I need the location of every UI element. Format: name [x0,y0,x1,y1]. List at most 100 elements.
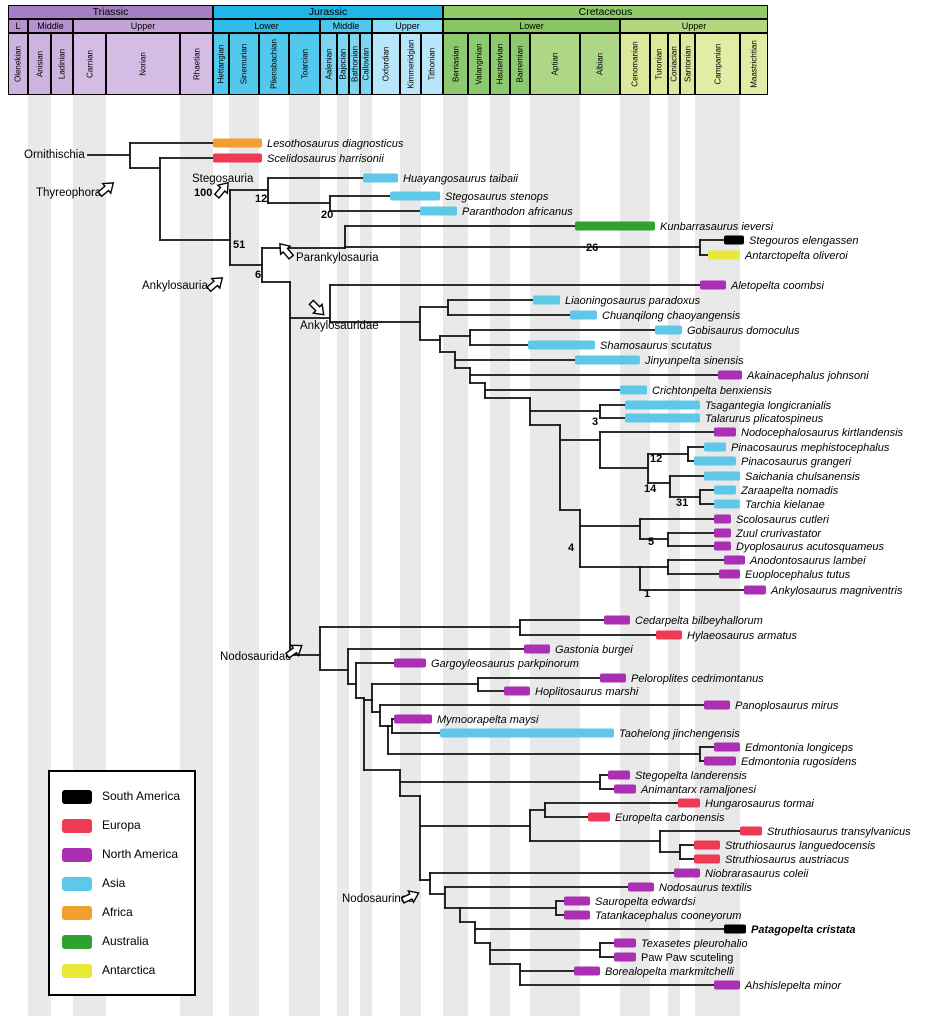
background-stripe [530,95,580,1016]
taxon-label: Akainacephalus johnsoni [746,370,869,382]
taxon-label: Taohelong jinchengensis [619,728,740,740]
range-bar [740,826,762,836]
range-bar [678,798,700,808]
taxon-label: Dyoplosaurus acutosquameus [736,541,884,553]
clade-arrow-shape [279,242,295,260]
taxon-label: Huayangosaurus taibaii [403,173,519,185]
stage-cell: Olenekian [8,33,28,95]
taxon-label: Saichania chulsanensis [745,471,860,483]
range-bar [625,413,700,423]
clade-arrow-icon [97,182,115,198]
range-bar [714,742,740,752]
taxon-label: Peloroplites cedrimontanus [631,673,764,685]
range-bar [724,235,744,245]
background-stripe [668,95,680,1016]
stage-cell: Bathonian [349,33,360,95]
taxon-label: Hoplitosaurus marshi [535,686,639,698]
taxon-label: Euoplocephalus tutus [745,569,851,581]
taxon-label: Sauropelta edwardsi [595,896,696,908]
support-value: 12 [650,453,662,465]
legend-label: Australia [102,934,149,948]
range-bar [714,980,740,990]
stage-cell: Kimmeridgian [400,33,421,95]
clade-arrow-icon [206,277,224,293]
taxon-label: Hungarosaurus tormai [705,798,814,810]
background-stripe [490,95,510,1016]
legend-swatch [62,819,92,833]
taxon-label: Paranthodon africanus [462,206,573,218]
taxon-label: Tarchia kielanae [745,499,825,511]
taxon-label: Tatankacephalus cooneyorum [595,910,741,922]
support-value: 26 [586,242,598,254]
epoch-label: Middle [332,21,360,31]
stage-cell: Callovian [360,33,372,95]
taxon-label: Europelta carbonensis [615,812,725,824]
epoch-label: Middle [37,21,64,31]
support-value: 14 [644,483,657,495]
taxon-label: Borealopelta markmitchelli [605,966,735,978]
background-stripe [229,95,259,1016]
taxon-label: Gobisaurus domoculus [687,325,800,337]
clade-label: Stegosauria [192,173,254,185]
taxon-label: Panoplosaurus mirus [735,700,839,712]
epoch-label: L [15,21,21,31]
stage-cell: Carnian [73,33,106,95]
range-bar [714,541,731,551]
taxon-label: Patagopelta cristata [751,924,856,936]
taxon-label: Shamosaurus scutatus [600,340,712,352]
range-bar [704,700,730,710]
range-bar [574,966,600,976]
taxon-label: Lesothosaurus diagnosticus [267,138,404,150]
support-value: 1 [644,588,650,600]
range-bar [704,756,736,766]
clade-arrow-shape [97,182,115,198]
range-bar [625,400,700,410]
epoch-label: Upper [395,21,420,31]
taxon-label: Scelidosaurus harrisonii [267,153,384,165]
range-bar [604,615,630,625]
epoch-cell: Upper [73,19,213,33]
epoch-label: Lower [254,21,279,31]
range-bar [719,569,740,579]
range-bar [704,442,726,452]
clade-arrow-shape [206,277,224,293]
range-bar [694,840,720,850]
support-value: 3 [592,416,598,428]
taxon-label: Texasetes pleurohalio [641,938,748,950]
epoch-label: Upper [130,21,156,31]
clade-arrow-shape [308,299,325,316]
range-bar [628,882,654,892]
support-value: 4 [568,542,575,554]
epoch-cell: Lower [443,19,620,33]
taxon-label: Hylaeosaurus armatus [687,630,798,642]
stage-cell: Coniacian [668,33,680,95]
taxon-label: Zaraapelta nomadis [740,485,839,497]
support-value: 100 [194,187,212,199]
range-bar [714,485,736,495]
stage-cell: Santonian [680,33,695,95]
background-stripe [620,95,650,1016]
epoch-cell: Upper [372,19,443,33]
support-value: 6 [255,269,261,281]
taxon-label: Antarctopelta oliveroi [744,250,848,262]
taxon-label: Anodontosaurus lambei [749,555,866,567]
taxon-label: Gastonia burgei [555,644,633,656]
range-bar [620,385,647,395]
taxon-label: Mymoorapelta maysi [437,714,539,726]
period-cell: Jurassic [213,5,443,19]
range-bar [570,310,597,320]
range-bar [575,355,640,365]
taxon-label: Struthiosaurus transylvanicus [767,826,911,838]
range-bar [394,714,432,724]
legend-swatch [62,790,92,804]
range-bar [708,250,740,260]
clade-arrow-icon [308,299,325,316]
clade-label: Ornithischia [24,149,85,161]
taxon-label: Jinyunpelta sinensis [644,355,744,367]
range-bar [600,673,626,683]
range-bar [390,191,440,201]
